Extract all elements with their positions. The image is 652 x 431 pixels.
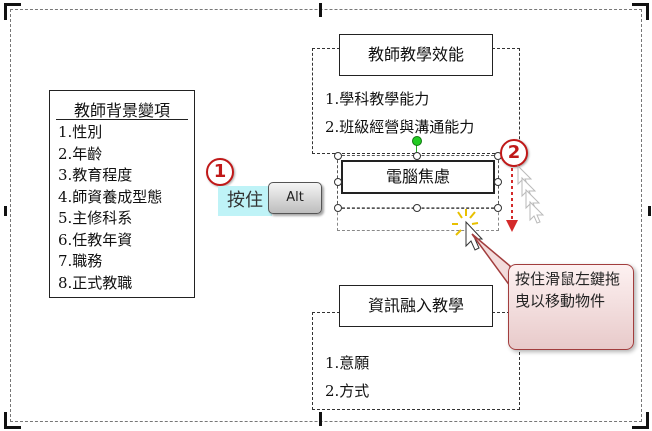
- drag-arrow-icon: [506, 220, 518, 232]
- resize-handle-sw[interactable]: [334, 204, 342, 212]
- teaching-efficacy-title[interactable]: 教師教學效能: [339, 34, 493, 76]
- list-item: 2.方式: [325, 382, 370, 400]
- list-item: 1.意願: [325, 354, 370, 372]
- integration-title[interactable]: 資訊融入教學: [339, 285, 493, 327]
- teaching-efficacy-list: 1.學科教學能力 2.班級經營與溝通能力: [325, 85, 474, 141]
- resize-handle-e[interactable]: [494, 178, 502, 186]
- background-variables-title: 教師背景變項: [56, 97, 188, 120]
- cursor-trail-icon: [517, 164, 545, 224]
- list-item: 7.職務: [58, 252, 103, 270]
- list-item: 8.正式教職: [58, 273, 133, 292]
- resize-handle-s[interactable]: [413, 204, 421, 212]
- alt-key-icon: Alt: [268, 182, 322, 214]
- callout-text: 按住滑鼠左鍵拖曳以移動物件: [515, 270, 621, 310]
- resize-handle-nw[interactable]: [334, 152, 342, 160]
- background-variables-list: 1.性別 2.年齡 3.教育程度 4.師資養成型態 5.主修科系 6.任教年資 …: [58, 122, 162, 294]
- instruction-callout: 按住滑鼠左鍵拖曳以移動物件: [508, 264, 634, 350]
- crop-mark-top-left: [4, 3, 21, 20]
- crop-mark-mid-left: [4, 206, 21, 216]
- list-item: 6.任教年資: [58, 230, 133, 249]
- slide-frame: [10, 9, 642, 422]
- step-2-badge: 2: [500, 139, 528, 167]
- integration-list: 1.意願 2.方式: [325, 349, 369, 405]
- list-item: 4.師資養成型態: [58, 187, 163, 206]
- click-spark-icon: [452, 209, 479, 236]
- step-1-badge: 1: [206, 158, 234, 186]
- press-hold-label: 按住: [218, 186, 272, 216]
- resize-handle-se[interactable]: [494, 204, 502, 212]
- resize-handle-w[interactable]: [334, 178, 342, 186]
- background-variables-panel[interactable]: 教師背景變項 1.性別 2.年齡 3.教育程度 4.師資養成型態 5.主修科系 …: [49, 90, 195, 298]
- resize-handle-n[interactable]: [413, 152, 421, 160]
- list-item: 5.主修科系: [58, 209, 133, 227]
- rotation-handle[interactable]: [412, 136, 422, 146]
- rotation-handle-stem: [416, 140, 417, 154]
- list-item: 1.性別: [58, 123, 103, 141]
- crop-mark-bottom-right: [632, 412, 649, 429]
- list-item: 3.教育程度: [58, 166, 133, 184]
- list-item: 1.學科教學能力: [325, 90, 430, 108]
- list-item: 2.班級經營與溝通能力: [325, 118, 475, 136]
- crop-mark-top-right: [632, 3, 649, 20]
- crop-mark-mid-right: [634, 206, 651, 216]
- crop-mark-bottom-left: [4, 412, 21, 429]
- computer-anxiety-box[interactable]: 電腦焦慮: [341, 160, 495, 194]
- list-item: 2.年齡: [58, 144, 103, 163]
- crop-mark-top-center: [319, 3, 324, 17]
- crop-mark-bottom-center: [319, 412, 324, 426]
